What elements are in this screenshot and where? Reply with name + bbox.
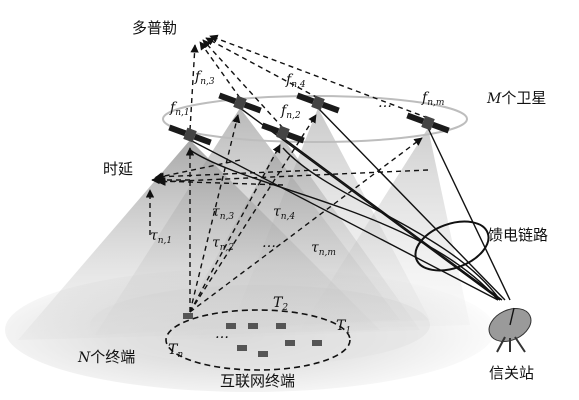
satellite-1 — [168, 124, 212, 146]
iot-terminal-label: 互联网终端 — [220, 372, 296, 390]
doppler-label: 多普勒 — [132, 19, 178, 37]
n-terminals-label: N个终端 — [78, 348, 136, 366]
delay-label: 时延 — [103, 160, 134, 178]
m-var: M — [487, 91, 502, 107]
terminal-label-2: T2 — [273, 295, 289, 313]
delay-dashes — [145, 159, 429, 235]
n-var: N — [78, 350, 91, 366]
delay-label-3: τn,3 — [212, 204, 235, 222]
terminals — [183, 313, 322, 357]
beam-cones — [18, 108, 470, 340]
delay-label-m: τn,m — [311, 240, 336, 258]
satellites — [168, 92, 450, 146]
ellipsis-terminals: … — [215, 326, 229, 342]
ellipsis-satellites: … — [378, 95, 392, 111]
terminal-label-1: T1 — [336, 318, 352, 336]
n-term-text: 个终端 — [90, 348, 136, 366]
satellite-2 — [218, 92, 262, 114]
freq-label-m: fn,m — [422, 90, 445, 108]
freq-label-3: fn,3 — [195, 69, 215, 87]
feeder-link-ring — [414, 220, 490, 272]
terminal-group-ring — [165, 309, 351, 371]
delay-label-2: τn,2 — [212, 235, 235, 253]
delay-label-4: τn,4 — [273, 204, 296, 222]
terminal-label-n: Tn — [168, 342, 184, 360]
feeder-links — [189, 107, 511, 301]
m-satellites-label: M个卫星 — [487, 89, 547, 107]
satellite-4 — [296, 92, 340, 114]
freq-label-2: fn,2 — [281, 103, 301, 121]
delay-label-1: τn,1 — [150, 228, 173, 246]
freq-label-1: fn,1 — [170, 100, 190, 118]
freq-label-4: fn,4 — [286, 72, 306, 90]
ellipsis-delays: … — [262, 235, 276, 251]
satellite-3 — [261, 122, 305, 144]
satellite-m — [406, 112, 450, 134]
gateway-dish — [488, 307, 532, 353]
m-sat-text: 个卫星 — [501, 89, 547, 107]
gateway-label: 信关站 — [489, 364, 535, 382]
feeder-link-label: 馈电链路 — [488, 226, 549, 244]
doppler-dashes — [189, 34, 429, 131]
